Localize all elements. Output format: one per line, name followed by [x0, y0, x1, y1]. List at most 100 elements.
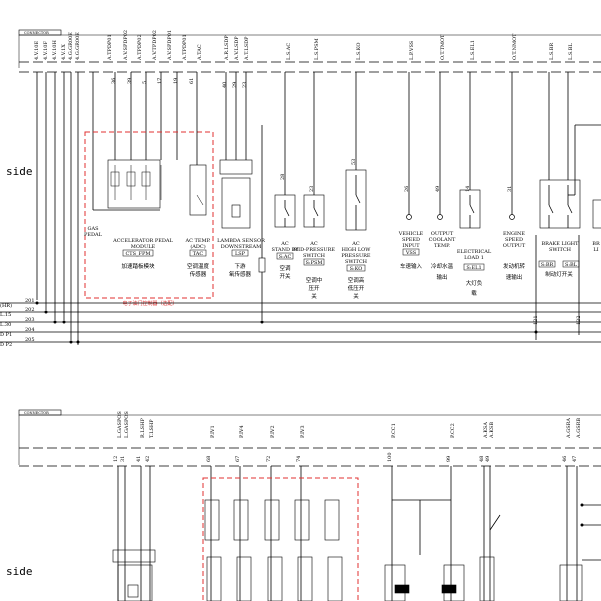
signal-pin-6: 14: [465, 186, 471, 192]
svg-text:AC: AC: [280, 241, 289, 247]
svg-text:COOLANT: COOLANT: [429, 237, 456, 243]
pedal-pin-1: 36: [111, 78, 117, 84]
signal-wire-9: L.S.BL: [568, 43, 574, 60]
bus-label-2: L.15: [0, 312, 11, 318]
signal-pin-5: 49: [435, 186, 441, 192]
lambda-upstream-partial: [112, 549, 156, 601]
ac-mid-code: S:PSM: [305, 260, 322, 266]
svg-text:LOAD 1: LOAD 1: [464, 255, 484, 261]
bus-label-3: L.30: [0, 322, 11, 328]
ac-high-code: S:KO: [350, 266, 363, 272]
harness-wire-label-3: 4.V.10H: [52, 40, 58, 60]
svg-text:空调中: 空调中: [306, 276, 323, 284]
lambda-pin-3: 23: [242, 82, 248, 88]
vss-code: VSS: [405, 250, 417, 256]
brake-pin-1: 121: [533, 315, 539, 325]
power-bus-rows: (HR) L.15 L.30 D P1 D P2 201 202 203 204…: [0, 298, 601, 348]
svg-text:AC: AC: [309, 241, 318, 247]
brake-code-1: S:BR: [541, 262, 554, 268]
svg-text:开关: 开关: [279, 272, 291, 280]
bus-num-3: 203: [25, 317, 35, 323]
signal-wire-6: L.S.EL1: [470, 40, 476, 60]
optional-pedal-box: [84, 131, 214, 299]
lambda-code: LSP: [235, 251, 246, 257]
gas-pedal-label: GAS: [87, 226, 99, 232]
signal-wire-7: O.T.NMOT: [512, 33, 518, 60]
harness-wire-label-1: 4.V.10E: [34, 41, 40, 60]
svg-text:PEDAL: PEDAL: [84, 232, 103, 238]
harness-wire-label-5: 4.G.GR00E: [68, 32, 74, 60]
svg-text:OUTPUT: OUTPUT: [503, 243, 526, 249]
side-label-bottom: side: [6, 565, 33, 578]
svg-text:MODULE: MODULE: [131, 244, 156, 250]
bottom-wire-13: A.GSRA: [566, 418, 572, 439]
bottom-wire-2: L.GASPOS: [124, 411, 130, 438]
electrical-load-1: ELECTRICAL LOAD 1 S:EL1 大灯负 载: [457, 189, 492, 297]
elec-code: S:EL1: [466, 265, 481, 271]
injectors: [204, 499, 343, 601]
svg-text:输出: 输出: [436, 273, 447, 281]
ac-mid-pressure-switch: AC MID-PRESSURE SWITCH S:PSM 空调中 压开 关: [293, 194, 335, 300]
pedal-wire-label-2: A.V.SPDP02: [123, 30, 129, 61]
bottom-pin-2: 31: [120, 456, 126, 462]
signal-wire-1: L.S.AC: [286, 43, 292, 60]
svg-text:SWITCH: SWITCH: [345, 259, 368, 265]
svg-text:传感器: 传感器: [190, 270, 207, 278]
ac-standby-switch: AC STAND BY S:AC 空调 开关: [272, 194, 299, 280]
svg-text:载: 载: [471, 289, 477, 297]
svg-text:OUTPUT: OUTPUT: [431, 231, 454, 237]
pedal-wire-label-6: A.TPDP01: [182, 34, 188, 61]
signal-wire-5: O.T.TMOT: [440, 34, 446, 60]
svg-text:SPEED: SPEED: [505, 237, 523, 243]
injector-optional-box: [202, 477, 359, 601]
pedal-wire-label-5: A.V.SPDP01: [167, 30, 173, 61]
bottom-pin-5: 68: [206, 456, 212, 462]
engine-speed-output: ENGINE SPEED OUTPUT 发动机转 速输出: [503, 214, 526, 281]
accel-code: CTS_FPM: [125, 251, 150, 257]
signal-pin-1: 28: [280, 174, 286, 180]
lambda-wire-1: A.R.LSDP: [224, 35, 230, 61]
connector-label-bottom: CONNECTOR: [24, 411, 49, 415]
signal-wire-4: L.P.VSS: [409, 40, 415, 60]
ac-temp-wire: A.TAC: [197, 44, 203, 61]
svg-text:速输出: 速输出: [506, 273, 523, 281]
svg-text:下游: 下游: [234, 262, 246, 270]
bottom-wire-12: A.KSB: [489, 422, 495, 439]
pedal-wire-label-4: A.V.TPDP02: [152, 30, 158, 61]
bottom-wire-14: A.GSRB: [576, 418, 582, 439]
accel-label: ACCELERATOR PEDAL: [112, 238, 173, 244]
harness-wire-label-6: 4.G.GR00E: [75, 32, 81, 60]
bottom-wire-10: P.CC2: [450, 423, 456, 438]
pedal-pin-2: 39: [127, 78, 133, 84]
svg-text:VEHICLE: VEHICLE: [398, 231, 424, 237]
bottom-pin-6: 67: [235, 456, 241, 462]
bottom-pin-3: 41: [136, 456, 142, 462]
pedal-wire-label-1: A.TPDP01: [107, 34, 113, 61]
ac-high-low-switch: AC HIGH LOW PRESSURE SWITCH S:KO 空调高 低压开…: [341, 169, 371, 300]
bus-label-1: (HR): [0, 302, 12, 309]
svg-text:BRAKE LIGHT: BRAKE LIGHT: [541, 241, 579, 247]
bottom-wire-9: P.CC1: [391, 423, 397, 438]
svg-text:空调: 空调: [279, 264, 291, 272]
bottom-wire-6: P.IV4: [239, 425, 245, 438]
harness-wire-label-4: 4.V.1X: [61, 44, 67, 60]
connector-label-top: CONNECTOR: [24, 31, 49, 35]
signal-pin-7: 31: [507, 186, 513, 192]
signal-pin-3: 53: [351, 159, 357, 165]
bottom-wire-8: P.IV3: [300, 425, 306, 438]
svg-text:LI: LI: [593, 247, 598, 253]
top-harness-section: CONNECTOR 4.V.10E 4.V.10F 4.V.10H 4.V.1X…: [0, 29, 601, 348]
svg-text:ELECTRICAL: ELECTRICAL: [457, 249, 492, 255]
brake-cn: 制动灯开关: [545, 270, 573, 278]
bottom-wire-4: T.LSHP: [149, 419, 155, 438]
bottom-wires: L.GASPOS L.GASPOS R.LSHP T.LSHP P.IV1 P.…: [113, 411, 582, 601]
bus-num-2: 202: [25, 307, 35, 313]
svg-text:DOWNSTREAM: DOWNSTREAM: [221, 244, 262, 250]
accelerator-pedal-module: GAS PEDAL ACCELERATOR PEDAL MODULE CTS_F…: [84, 159, 174, 270]
optional-pedal-note: 电子油门控制器（选配）: [122, 300, 177, 307]
svg-text:MID-PRESSURE: MID-PRESSURE: [293, 247, 335, 253]
bottom-wire-7: P.IV2: [270, 425, 276, 438]
pedal-pin-3: 5: [142, 81, 148, 84]
svg-text:AC TEMP.: AC TEMP.: [184, 238, 210, 244]
accel-cn: 加速踏板模块: [121, 262, 155, 270]
